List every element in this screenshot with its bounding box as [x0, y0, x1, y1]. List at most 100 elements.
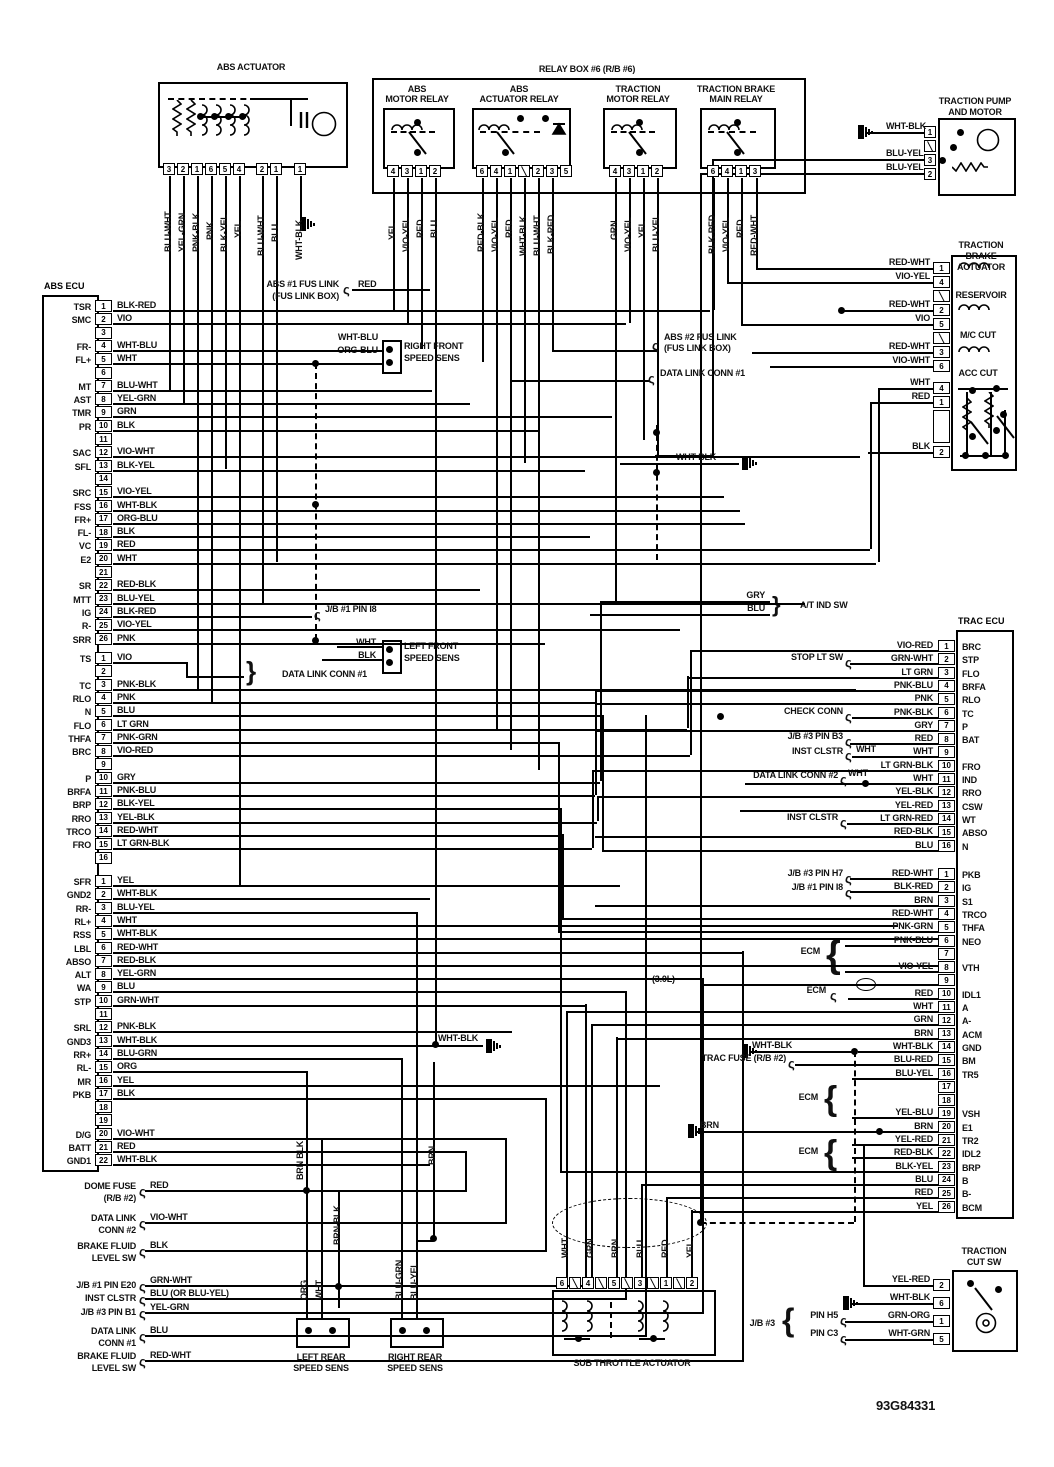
wire-segment [482, 178, 484, 362]
ecu-pin-cell: 9 [95, 981, 112, 994]
diagram-label: WHT [356, 637, 376, 647]
diagram-label: J/B #3 PIN B1 [80, 1307, 137, 1317]
diagram-label: BLK-YEL [219, 214, 229, 252]
pin-cell: 1 [270, 163, 282, 175]
diagram-label: DATA LINK CONN #1 [282, 669, 367, 679]
wire-color-label: BLU [915, 1173, 933, 1184]
ecu-pin-cell: 14 [95, 472, 112, 485]
ecu-row-wire [852, 1117, 938, 1120]
wire-color-label: BLU [117, 981, 135, 992]
ecu-pin-cell: 13 [95, 811, 112, 824]
ecu-title-abs_ecu: ABS ECU [44, 281, 85, 291]
diagram-label: GRN [609, 220, 619, 240]
wire-segment [145, 1298, 627, 1300]
diagram-label: J/B #1 PIN I8 [791, 882, 844, 892]
wire-segment [145, 1360, 744, 1362]
ecu-signal-label: STP [962, 655, 979, 666]
wire-segment [510, 380, 650, 382]
wire-color-label: RED-BLK [117, 579, 157, 590]
ecu-pin-cell: 26 [95, 632, 112, 645]
pin-cell: ╲ [924, 140, 936, 152]
wire-segment [585, 1004, 587, 1285]
ecu-signal-label: SR [78, 581, 91, 592]
junction-dot [635, 148, 643, 156]
wire-segment [591, 1024, 593, 1278]
wire-color-label: VIO-RED [896, 640, 933, 650]
ecu-signal-label: PR [78, 421, 91, 432]
pin-cell: ╲ [621, 1277, 633, 1289]
ecu-row-wire [852, 1157, 938, 1160]
junction-dot [968, 432, 976, 440]
wire-segment [727, 282, 933, 284]
ecu-pin-cell: 20 [95, 1127, 112, 1140]
ecu-pin-cell: 15 [95, 1061, 112, 1074]
ecu-row-wire [850, 878, 938, 880]
ecu-pin-cell: 3 [938, 894, 955, 907]
ecu-pin-cell: 13 [95, 1034, 112, 1047]
wire-segment [401, 1058, 403, 1320]
wire-segment [300, 176, 302, 220]
ecu-row-wire [113, 522, 745, 525]
pin-cell: 3 [749, 165, 761, 177]
wire-color-label: BLK-RED [117, 605, 157, 616]
ecu-pin-cell: 12 [938, 1014, 955, 1027]
wire-color-label: BLK-RED [893, 881, 933, 892]
ecu-signal-label: BRP [962, 1162, 981, 1173]
diagram-label: BLK [150, 1240, 168, 1250]
wire-segment [700, 1222, 854, 1224]
diagram-label: RED [660, 1239, 670, 1258]
junction-dot [431, 1040, 439, 1048]
pin-cell: 1 [504, 165, 516, 177]
ecu-pin-cell: 18 [95, 526, 112, 539]
ecu-row-wire [595, 836, 938, 839]
ecu-signal-label: MR [77, 1076, 91, 1087]
wire-segment [713, 178, 715, 310]
pin-cell: 1 [415, 165, 427, 177]
diagram-label: LEFT REAR [296, 1352, 346, 1362]
diagram-label: SUB THROTTLE ACTUATOR [573, 1358, 691, 1368]
junction-dot [224, 112, 232, 120]
ecu-signal-label: RRO [71, 813, 92, 824]
wire-segment [625, 991, 627, 1298]
ecu-pin-cell: 10 [938, 987, 955, 1000]
ecu-row-wire [700, 984, 938, 987]
junction-dot [961, 451, 969, 459]
ecu-row-wire [850, 663, 938, 666]
wire-color-label: RED [117, 539, 136, 550]
ecu-pin-cell: 8 [938, 961, 955, 974]
diagram-label: PNK [205, 221, 215, 240]
diagram-label: GRN-ORG [887, 1310, 930, 1320]
ecu-pin-cell: 16 [95, 499, 112, 512]
symbol-sw [626, 130, 652, 156]
ecu-signal-label: SFR [73, 877, 92, 887]
junction-dot [733, 118, 741, 126]
junction-dot [311, 359, 319, 367]
ecu-pin-cell: 10 [938, 759, 955, 772]
junction-dot [981, 451, 989, 459]
ecu-pin-cell: 10 [95, 771, 112, 784]
pin-cell: 5 [608, 1277, 620, 1289]
junction-dot [311, 636, 319, 644]
diagram-label: PIN H5 [810, 1310, 838, 1320]
ecu-row-wire [113, 589, 480, 592]
diagram-label: TRACTION [961, 1246, 1007, 1256]
wire-color-label: ORG-BLU [117, 512, 158, 523]
ecu-signal-label: THFA [962, 923, 985, 934]
pin-cell: 1 [191, 163, 203, 175]
wire-color-label: LT GRN-BLK [880, 759, 934, 770]
wire-segment [145, 1335, 647, 1337]
wire-segment [687, 676, 689, 728]
symbol-coil_h [958, 262, 990, 274]
ecu-row-wire [113, 978, 702, 981]
pin-cell: 5 [933, 1333, 950, 1345]
ecu-signal-label: TRCO [962, 909, 987, 920]
ecu-signal-label: BAT [962, 735, 980, 746]
ecu-pin-cell: 9 [938, 974, 955, 987]
junction-dot [992, 384, 1000, 392]
wire-color-label: RED-BLK [117, 954, 157, 965]
wire-color-label: LT GRN [901, 666, 933, 677]
diagram-label: CUT SW [966, 1257, 1002, 1267]
wire-segment [770, 366, 933, 368]
ecu-row-wire [795, 1064, 938, 1067]
